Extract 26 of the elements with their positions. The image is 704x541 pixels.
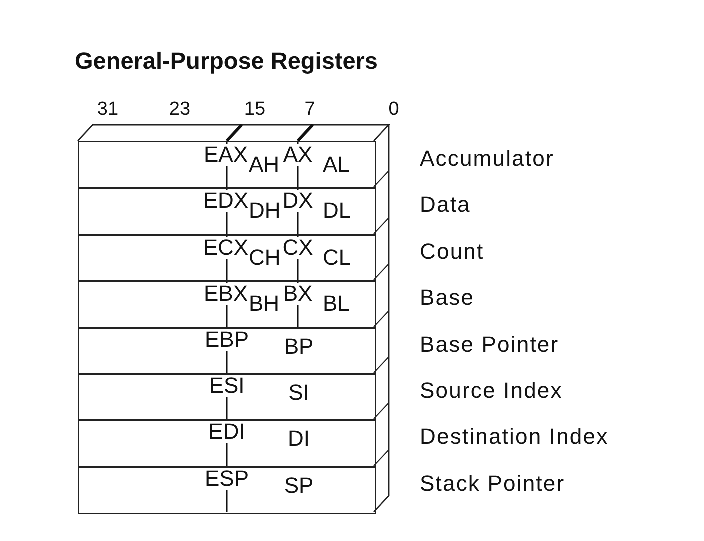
- register-name: ESP: [204, 468, 250, 490]
- register-description: Destination Index: [420, 426, 609, 448]
- register-name: EBX: [202, 283, 250, 305]
- register-description: Source Index: [420, 380, 563, 402]
- register-name: EDI: [208, 421, 246, 443]
- register-name: ECX: [202, 237, 250, 259]
- register-name: ESI: [208, 375, 246, 397]
- register-description: Base Pointer: [420, 334, 560, 356]
- bit-number: 7: [304, 100, 316, 119]
- subregister-name: CX: [282, 237, 314, 259]
- register-description: Base: [420, 287, 475, 309]
- subregister-name: AX: [282, 144, 314, 166]
- bit-number: 15: [244, 100, 266, 119]
- subregister-name: BX: [282, 283, 314, 305]
- register-description: Accumulator: [420, 148, 554, 170]
- register-description: Count: [420, 241, 484, 263]
- bit-number: 31: [97, 100, 119, 119]
- bit-number: 23: [169, 100, 191, 119]
- register-description: Data: [420, 194, 471, 216]
- register-name: EBP: [204, 329, 250, 351]
- bit-number: 0: [388, 100, 400, 119]
- register-name: EDX: [202, 190, 250, 212]
- subregister-name: DX: [282, 190, 314, 212]
- diagram-title: General-Purpose Registers: [75, 50, 378, 74]
- register-name: EAX: [202, 144, 250, 166]
- register-description: Stack Pointer: [420, 473, 566, 495]
